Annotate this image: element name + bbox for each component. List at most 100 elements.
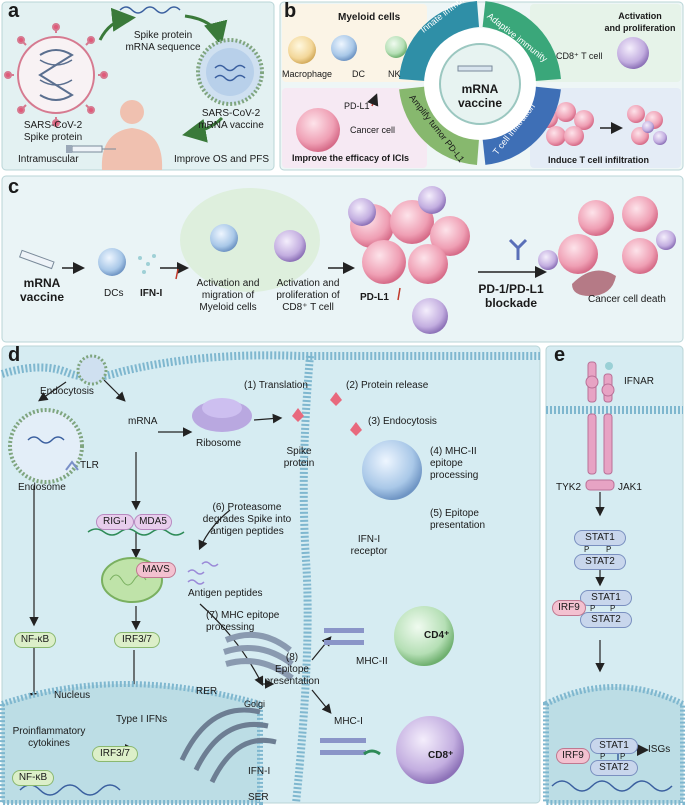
ifnar-receptor-icon	[585, 361, 615, 491]
b-macrophage-label: Macrophage	[282, 69, 333, 79]
c-activation-prolif-label: Activation and proliferation of CD8⁺ T c…	[276, 278, 340, 313]
d-cd8-label: CD8⁺	[428, 750, 454, 761]
d-proteasome-label: (6) Proteasome degrades Spike into antig…	[202, 502, 292, 537]
b-dc-label: DC	[352, 69, 365, 79]
e-stat2-b: STAT2	[580, 612, 632, 628]
cd8-t-cell-b	[617, 37, 649, 69]
dc-cell	[331, 35, 357, 61]
e-isgs-label: ISGs	[648, 744, 671, 755]
b-cd8-label: CD8⁺ T cell	[556, 51, 603, 61]
arrow-d-mrna	[103, 379, 126, 402]
virus-illustration	[4, 23, 108, 127]
d-mhc2-label: MHC-II	[356, 656, 388, 667]
a-spike-mrna-label: Spike protein mRNA sequence	[125, 30, 201, 53]
c-vaccine-label: mRNA vaccine	[19, 276, 65, 304]
d-tlr-label: TLR	[80, 460, 99, 471]
panel-a	[1, 1, 275, 171]
cd8-t-cell-d	[396, 716, 464, 784]
c-pdl1-label: PD-L1	[360, 292, 389, 303]
lnp-d	[76, 354, 108, 386]
arrow-a3	[182, 116, 224, 143]
mhc-complex-icons	[320, 628, 366, 755]
d-mrna-label: mRNA	[128, 416, 158, 427]
c-activation-migration-label: Activation and migration of Myeloid cell…	[196, 278, 260, 313]
panel-e	[543, 345, 685, 805]
panel-label-e: e	[554, 344, 566, 366]
d-nfkb2-pill: NF-κB	[12, 770, 54, 786]
pdl1-up-arrow-c	[397, 287, 401, 301]
dc-cell-c	[98, 248, 126, 276]
mrna-strand-d	[87, 528, 185, 536]
panel-d	[0, 345, 541, 805]
a-improve-label: Improve OS and PFS	[174, 154, 270, 165]
d-cd4-label: CD4⁺	[424, 630, 450, 641]
e-stat2-c: STAT2	[590, 760, 638, 776]
macrophage-cell	[288, 36, 316, 64]
d-golgi-label: Golgi	[244, 699, 266, 709]
panel-b	[279, 1, 684, 171]
e-p-2a: P	[606, 545, 612, 554]
e-p-1c: P	[600, 752, 606, 761]
d-mda5-pill: MDA5	[134, 514, 172, 530]
d-type1-label: Type I IFNs	[116, 714, 168, 725]
e-p-2b: P	[610, 604, 616, 613]
b-induce-label: Induce T cell infiltration	[548, 155, 650, 165]
syringe-icon	[66, 145, 116, 153]
arrow-d-proteasome	[198, 509, 231, 551]
tumor-cluster-c	[348, 186, 470, 334]
endosome-vesicle	[8, 408, 84, 484]
panel-c-bg	[1, 175, 684, 343]
d-ifn-i-label: IFN-I	[248, 766, 271, 777]
pdl1-up-arrow-b	[367, 93, 379, 107]
d-rer-label: RER	[196, 686, 218, 697]
nk-cell	[385, 36, 407, 58]
b-center-label: mRNA vaccine	[457, 82, 503, 110]
d-endosome-label: Endosome	[18, 482, 66, 493]
d-epitope-pres5-label: (5) Epitope presentation	[430, 508, 486, 531]
panel-label-a: a	[8, 0, 20, 22]
antigen-peptide-icons	[187, 561, 219, 585]
panel-label-d: d	[8, 344, 21, 366]
syringe-c-icon	[19, 249, 55, 270]
panel-c	[1, 175, 684, 343]
endosome-mrna	[27, 436, 65, 444]
golgi-stacks	[223, 631, 294, 681]
c-death-label: Cancer cell death	[588, 294, 666, 305]
tlr-icon	[65, 460, 79, 471]
nucleus-region	[0, 681, 263, 805]
d-mhc2-proc-label: (4) MHC-II epitope processing	[430, 446, 479, 481]
d-ser-label: SER	[248, 792, 269, 803]
cell-membrane-top	[0, 351, 540, 381]
human-silhouette	[101, 100, 163, 170]
apc-cell-d	[362, 440, 422, 500]
center-ring	[399, 1, 561, 165]
cd8-cell-c	[274, 230, 306, 262]
e-p-2c: P	[620, 752, 626, 761]
cell-membrane-vertical	[292, 355, 314, 804]
arrow-d-mhc1	[311, 689, 332, 714]
d-nucleus-label: Nucleus	[54, 690, 91, 701]
a-intramuscular-label: Intramuscular	[18, 154, 79, 165]
e-irf9-b: IRF9	[552, 600, 586, 616]
lnp-vaccine-illustration	[196, 38, 264, 106]
b-pdl1-label: PD-L1	[344, 101, 370, 111]
ifn-dots-c	[138, 254, 156, 274]
arrow-a2	[184, 14, 228, 46]
er-stacks	[179, 707, 277, 784]
c-dcs-label: DCs	[104, 288, 124, 299]
d-epitope8-label: (8) Epitope presentation	[264, 652, 320, 687]
d-mhc-proc7-label: (7) MHC epitope processing	[206, 610, 280, 633]
cancer-cell-b	[296, 108, 340, 152]
ifn-ligand-e	[605, 362, 613, 370]
arrow-d-spike	[253, 413, 283, 424]
b-improve-ici-label: Improve the efficacy of ICIs	[292, 153, 410, 163]
lymph-node-bg	[180, 188, 320, 292]
d-irf37b-pill: IRF3/7	[92, 746, 138, 762]
activated-dc-c	[210, 224, 238, 252]
e-tyk2-label: TYK2	[556, 482, 582, 493]
b-nk-label: NK	[388, 69, 401, 79]
c-blockade-label: PD-1/PD-L1 blockade	[478, 282, 544, 310]
d-mhc1-label: MHC-I	[334, 716, 363, 727]
spike-protein-icons	[292, 392, 362, 436]
